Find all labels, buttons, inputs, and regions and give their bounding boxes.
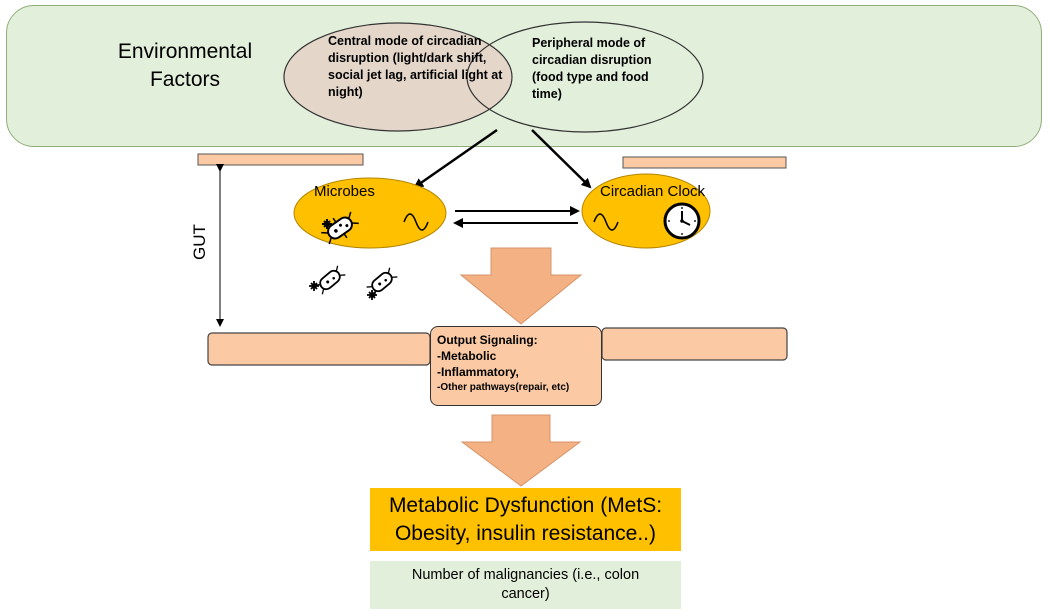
environmental-factors-panel bbox=[6, 5, 1042, 147]
free-bacterium-icon bbox=[366, 267, 398, 297]
block-arrow-to-output bbox=[459, 247, 583, 325]
central-mode-ellipse bbox=[283, 22, 513, 132]
output-signaling-box: Output Signaling: -Metabolic -Inflammato… bbox=[430, 326, 602, 406]
circadian-clock-label: Circadian Clock bbox=[600, 183, 706, 200]
central-mode-text: Central mode of circadian disruption (li… bbox=[328, 34, 503, 99]
output-item-metabolic: -Metabolic bbox=[437, 349, 497, 363]
arrow-to-microbes bbox=[413, 128, 498, 189]
bacterium-icon bbox=[321, 211, 359, 245]
output-signaling-title: Output Signaling: bbox=[437, 333, 538, 347]
gut-bottom-bar-right bbox=[601, 327, 788, 361]
gut-top-bar-right bbox=[622, 156, 787, 169]
metabolic-dysfunction-box: Metabolic Dysfunction (MetS: Obesity, in… bbox=[370, 488, 681, 551]
environmental-factors-title: Environmental Factors bbox=[117, 40, 253, 91]
free-bacterium-icon bbox=[314, 265, 346, 295]
wave-icon bbox=[593, 213, 619, 231]
peripheral-mode-ellipse bbox=[466, 21, 704, 133]
microbes-label: Microbes bbox=[314, 183, 375, 200]
burst-icon bbox=[309, 281, 319, 291]
arrow-to-circadian-clock bbox=[531, 129, 592, 189]
wave-icon bbox=[403, 213, 429, 231]
gut-top-bar-left bbox=[197, 153, 364, 166]
output-item-inflammatory: -Inflammatory, bbox=[437, 365, 519, 379]
clock-icon bbox=[663, 202, 701, 240]
malignancies-box: Number of malignancies (i.e., colon canc… bbox=[370, 561, 681, 609]
burst-icon bbox=[322, 219, 332, 229]
gut-bottom-bar-left bbox=[207, 332, 431, 366]
burst-icon bbox=[367, 290, 377, 300]
block-arrow-to-mets bbox=[460, 414, 582, 487]
output-item-other: -Other pathways(repair, etc) bbox=[437, 382, 570, 393]
gut-label: GUT bbox=[190, 224, 209, 260]
peripheral-mode-text: Peripheral mode of circadian disruption … bbox=[532, 36, 652, 101]
